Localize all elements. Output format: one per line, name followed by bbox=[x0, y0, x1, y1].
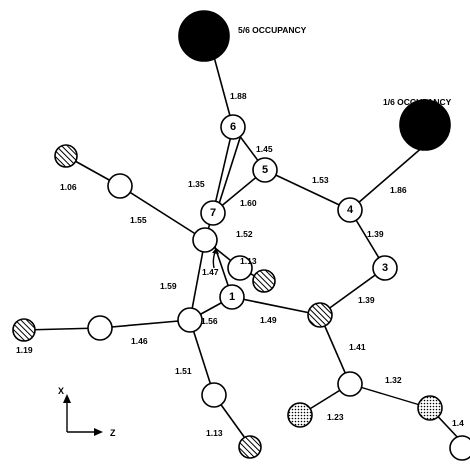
hatched-atom-left bbox=[12, 318, 36, 342]
bond-label-c-down: 1.51 bbox=[175, 366, 192, 376]
carbon-center bbox=[192, 227, 218, 253]
bond-label-down-hatch: 1.13 bbox=[206, 428, 223, 438]
heavy-atom-top bbox=[178, 10, 230, 62]
bond-label-edge: 1.4 bbox=[452, 418, 464, 428]
hatched-atom-top-left bbox=[54, 144, 78, 168]
bond-5-4 bbox=[264, 169, 351, 211]
axis-indicator: X Z bbox=[58, 386, 116, 438]
atom-number-5: 5 bbox=[262, 164, 268, 176]
bond-center-down bbox=[189, 319, 215, 396]
z-axis-label: Z bbox=[110, 428, 116, 438]
bond-label-4-3: 1.39 bbox=[367, 229, 384, 239]
bond-label-1-n: 1.49 bbox=[260, 315, 277, 325]
bond-label-7-6: 1.35 bbox=[188, 179, 205, 189]
bond-label-c-7: 1.55 bbox=[130, 215, 147, 225]
atom-6 bbox=[220, 114, 246, 140]
heavy-atom-right bbox=[399, 99, 451, 151]
atom-4 bbox=[337, 197, 363, 223]
arrow-indicator-head bbox=[212, 248, 219, 254]
hatched-atom-bottom bbox=[238, 435, 262, 459]
atom-7 bbox=[200, 200, 226, 226]
bond-3-n bbox=[319, 267, 386, 316]
bond-label-n-c: 1.41 bbox=[349, 342, 366, 352]
carbon-right-of-center bbox=[227, 255, 253, 281]
carbon-down bbox=[201, 382, 227, 408]
atom-number-4: 4 bbox=[347, 204, 354, 216]
atom-number-6: 6 bbox=[230, 121, 236, 133]
atom-number-1: 1 bbox=[229, 291, 235, 303]
dotted-atom-left bbox=[287, 402, 313, 428]
occupancy-major-label: 5/6 OCCUPANCY bbox=[238, 25, 307, 35]
hatched-atom-center bbox=[252, 269, 276, 293]
hatched-nitrogen bbox=[307, 302, 333, 328]
atom-numbers: 6 5 4 7 3 1 bbox=[210, 121, 388, 303]
bond-label-left-c: 1.59 bbox=[160, 281, 177, 291]
bond-c-dot-right bbox=[349, 383, 431, 409]
bond-1-n bbox=[231, 296, 321, 316]
z-axis-arrowhead bbox=[94, 428, 103, 436]
occupancy-minor-label: 1/6 OCCUPANCY bbox=[383, 97, 452, 107]
bond-c-center-low bbox=[99, 319, 191, 329]
bond-label-c-c: 1.46 bbox=[131, 336, 148, 346]
carbon-left bbox=[87, 315, 113, 341]
carbon-center-low bbox=[177, 307, 203, 333]
bond-label-5-4: 1.53 bbox=[312, 175, 329, 185]
bond-label-7-center: 1.52 bbox=[236, 229, 253, 239]
bond-label-c-right: 1.32 bbox=[385, 375, 402, 385]
carbon-top-left bbox=[107, 173, 133, 199]
bond-center-low bbox=[189, 239, 206, 321]
bond-label-hatch-c: 1.06 bbox=[60, 182, 77, 192]
bond-label-arrow: 1.47 bbox=[202, 267, 219, 277]
dotted-atom-right bbox=[417, 395, 443, 421]
bond-4-heavy-right bbox=[349, 138, 433, 211]
bond-label-6-5: 1.45 bbox=[256, 144, 273, 154]
bond-label-center-hatch: 1.13 bbox=[240, 256, 257, 266]
atom-5 bbox=[252, 157, 278, 183]
bond-label-5-7: 1.60 bbox=[240, 198, 257, 208]
x-axis-label: X bbox=[58, 386, 64, 396]
atom-edge-right bbox=[449, 435, 470, 461]
atom-1 bbox=[219, 284, 245, 310]
bond-length-labels: 1.88 1.45 1.86 1.53 1.35 1.60 1.06 1.55 … bbox=[16, 91, 464, 438]
bond-label-6-heavy: 1.88 bbox=[230, 91, 247, 101]
atom-number-7: 7 bbox=[210, 207, 216, 219]
bond-label-c-dot: 1.23 bbox=[327, 412, 344, 422]
carbon-lower-right bbox=[337, 371, 363, 397]
bond-c-center bbox=[119, 185, 206, 241]
bond-label-3-n: 1.39 bbox=[358, 295, 375, 305]
atom-3 bbox=[372, 255, 398, 281]
atom-number-3: 3 bbox=[382, 262, 388, 274]
x-axis-arrowhead bbox=[63, 394, 71, 403]
atoms bbox=[12, 10, 470, 461]
bond-label-4-heavy: 1.86 bbox=[390, 185, 407, 195]
bond-label-hatch-c-left: 1.19 bbox=[16, 345, 33, 355]
bond-6-7b bbox=[217, 137, 241, 208]
bond-label-c-1: 1.56 bbox=[201, 316, 218, 326]
bond-6-7 bbox=[212, 126, 234, 214]
